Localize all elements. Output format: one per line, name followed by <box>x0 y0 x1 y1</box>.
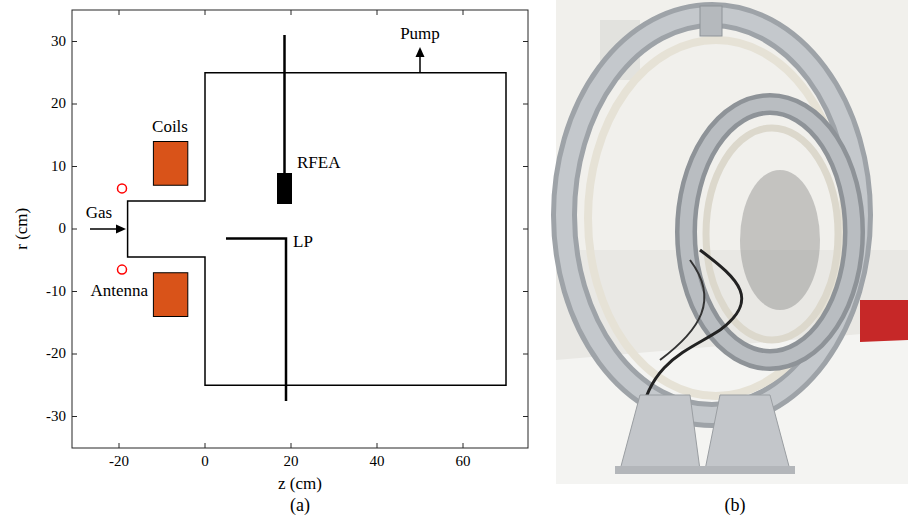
gas-arrow <box>90 228 118 230</box>
tick-label: 30 <box>51 33 66 50</box>
coil-lower <box>153 273 187 317</box>
antenna-upper <box>118 184 127 193</box>
part-label: Pump <box>400 24 440 44</box>
axis-label: z (cm) <box>278 474 322 494</box>
rfea-head <box>277 173 292 204</box>
tick-label: -20 <box>109 453 129 470</box>
photo <box>556 0 908 484</box>
tick-label: 20 <box>51 95 66 112</box>
coil-upper <box>153 142 187 186</box>
chamber-outline <box>128 73 506 386</box>
tick-label: 0 <box>59 220 67 237</box>
tick-label: -10 <box>46 283 66 300</box>
antenna-lower <box>118 265 127 274</box>
part-label: Antenna <box>90 281 148 301</box>
part-label: Gas <box>86 203 112 223</box>
tick-label: 0 <box>201 453 209 470</box>
langmuir-probe <box>226 238 286 401</box>
gas-arrowhead <box>116 225 126 234</box>
pump-arrow <box>419 55 421 73</box>
part-label: Coils <box>152 117 188 137</box>
rfea-shaft <box>283 35 286 173</box>
tick-label: 40 <box>370 453 385 470</box>
panel-label: (a) <box>290 495 310 516</box>
pump-arrowhead <box>416 47 425 57</box>
tick-label: 10 <box>51 158 66 175</box>
tick-label: 20 <box>284 453 299 470</box>
part-label: RFEA <box>297 153 340 173</box>
axis-label: r (cm) <box>12 208 32 250</box>
tick-label: -30 <box>46 408 66 425</box>
panel-label: (b) <box>725 495 746 516</box>
axes-frame <box>72 10 528 448</box>
tick-label: -20 <box>46 345 66 362</box>
part-label: LP <box>293 232 313 252</box>
tick-label: 60 <box>456 453 471 470</box>
axis-ticks <box>72 10 528 448</box>
